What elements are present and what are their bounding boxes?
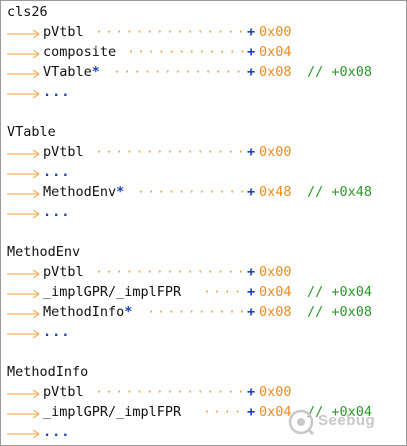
field-name: _implGPR/_implFPR <box>43 284 182 300</box>
field-row: VTable* ······························ +… <box>7 62 403 82</box>
plus-sign: + <box>247 44 256 60</box>
struct-title: VTable <box>7 124 56 140</box>
field-row: MethodEnv* ························ + 0x… <box>7 182 403 202</box>
arrow-icon <box>7 402 41 422</box>
field-name: _implGPR/_implFPR <box>43 404 182 420</box>
pointer-star: * <box>116 184 125 200</box>
field-row: pVtbl ··································… <box>7 142 403 162</box>
ellipsis: ... <box>43 424 71 440</box>
struct-block-vtable: VTable pVtbl ···························… <box>7 122 403 222</box>
leader-dots: ··································· <box>95 384 245 400</box>
ellipsis: ... <box>43 204 71 220</box>
field-offset: 0x08 <box>259 64 292 80</box>
plus-sign: + <box>247 144 256 160</box>
plus-sign: + <box>247 64 256 80</box>
arrow-icon <box>7 322 41 342</box>
field-row: composite ··························· + … <box>7 42 403 62</box>
leader-dots: ········· <box>203 404 245 420</box>
field-offset: 0x00 <box>259 264 292 280</box>
field-name: pVtbl <box>43 264 84 280</box>
field-row: ... <box>7 322 403 342</box>
plus-sign: + <box>247 264 256 280</box>
plus-sign: + <box>247 384 256 400</box>
arrow-icon <box>7 182 41 202</box>
field-name: VTable* <box>43 64 100 80</box>
arrow-icon <box>7 142 41 162</box>
field-row: ... <box>7 202 403 222</box>
arrow-icon <box>7 262 41 282</box>
leader-dots: ··································· <box>95 264 245 280</box>
plus-sign: + <box>247 284 256 300</box>
leader-dots: ··································· <box>95 144 245 160</box>
field-name: pVtbl <box>43 384 84 400</box>
arrow-icon <box>7 82 41 102</box>
leader-dots: ······················· <box>147 304 245 320</box>
arrow-icon <box>7 162 41 182</box>
field-offset: 0x00 <box>259 24 292 40</box>
arrow-icon <box>7 22 41 42</box>
field-offset: 0x04 <box>259 404 292 420</box>
ellipsis: ... <box>43 164 71 180</box>
arrow-icon <box>7 62 41 82</box>
arrow-icon <box>7 382 41 402</box>
field-offset: 0x48 <box>259 184 292 200</box>
field-row: ... <box>7 82 403 102</box>
offset-comment: // +0x04 <box>307 284 373 300</box>
offset-comment: // +0x08 <box>307 64 373 80</box>
plus-sign: + <box>247 24 256 40</box>
plus-sign: + <box>247 404 256 420</box>
field-row: pVtbl ··································… <box>7 22 403 42</box>
field-offset: 0x08 <box>259 304 292 320</box>
arrow-icon <box>7 302 41 322</box>
struct-title: cls26 <box>7 4 48 20</box>
offset-comment: // +0x08 <box>307 304 373 320</box>
struct-block-cls26: cls26 pVtbl ····························… <box>7 2 403 102</box>
plus-sign: + <box>247 184 256 200</box>
ellipsis: ... <box>43 84 71 100</box>
pointer-star: * <box>124 304 133 320</box>
field-row: _implGPR/_implFPR ········· + 0x04 // +0… <box>7 282 403 302</box>
field-row: pVtbl ··································… <box>7 262 403 282</box>
field-name: pVtbl <box>43 24 84 40</box>
ellipsis: ... <box>43 324 71 340</box>
field-name: pVtbl <box>43 144 84 160</box>
field-name: MethodInfo* <box>43 304 133 320</box>
offset-comment: // +0x48 <box>307 184 373 200</box>
field-row: ... <box>7 162 403 182</box>
field-row: pVtbl ··································… <box>7 382 403 402</box>
arrow-icon <box>7 422 41 442</box>
field-name: MethodEnv* <box>43 184 125 200</box>
struct-title: MethodEnv <box>7 244 81 260</box>
arrow-icon <box>7 42 41 62</box>
leader-dots: ························ <box>137 184 245 200</box>
leader-dots: ··························· <box>127 44 245 60</box>
field-offset: 0x00 <box>259 384 292 400</box>
seebug-logo-icon <box>288 409 315 436</box>
field-row: _implGPR/_implFPR ········· + 0x04 // +0… <box>7 402 403 422</box>
arrow-icon <box>7 282 41 302</box>
struct-block-methodenv: MethodEnv pVtbl ························… <box>7 242 403 342</box>
field-row: ... <box>7 422 403 442</box>
leader-dots: ········· <box>203 284 245 300</box>
struct-block-methodinfo: MethodInfo pVtbl ·······················… <box>7 362 403 442</box>
arrow-icon <box>7 202 41 222</box>
field-offset: 0x04 <box>259 44 292 60</box>
plus-sign: + <box>247 304 256 320</box>
watermark-text: Seebug <box>318 412 376 429</box>
leader-dots: ······························ <box>113 64 245 80</box>
leader-dots: ··································· <box>95 24 245 40</box>
field-offset: 0x04 <box>259 284 292 300</box>
field-name: composite <box>43 44 117 60</box>
field-offset: 0x00 <box>259 144 292 160</box>
struct-title: MethodInfo <box>7 364 89 380</box>
field-row: MethodInfo* ······················· + 0x… <box>7 302 403 322</box>
pointer-star: * <box>91 64 100 80</box>
seebug-watermark: Seebug <box>288 407 398 437</box>
